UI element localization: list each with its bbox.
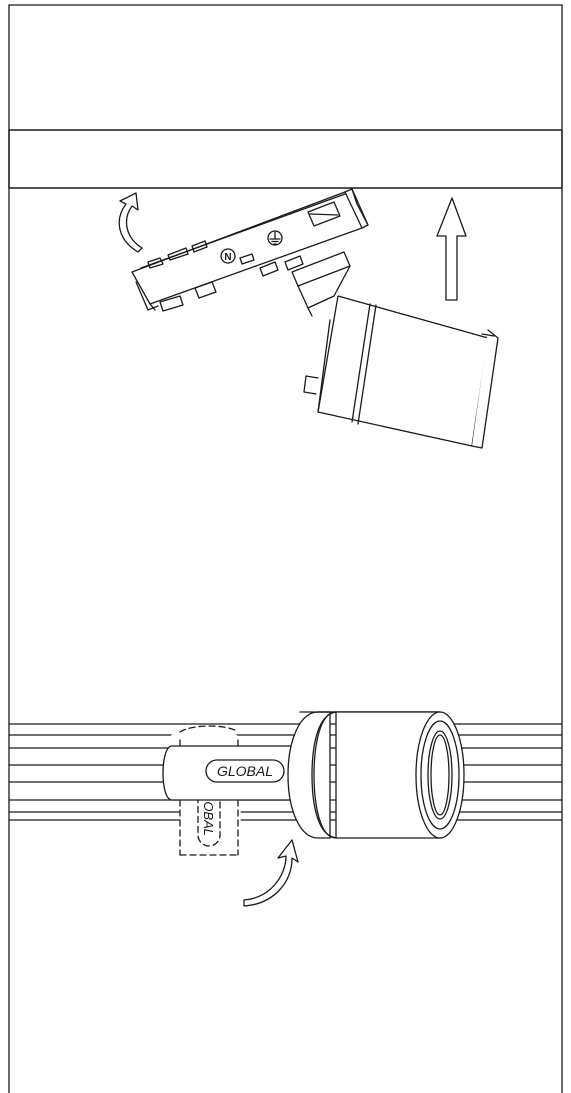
- rotate-arrow-icon: [243, 839, 299, 907]
- ceiling-track-bar: [8, 129, 563, 189]
- spotlight-body-tilted: [303, 295, 499, 449]
- spotlight-stem: [291, 251, 351, 317]
- spotlight-body: [287, 711, 465, 839]
- track-adapter-tilted: N: [131, 188, 369, 312]
- neutral-label: N: [224, 252, 231, 263]
- track-adapter: [162, 745, 293, 801]
- page-frame: [8, 4, 563, 1093]
- adapter-label: GLOBAL: [217, 763, 273, 779]
- rotate-arrow-icon: [118, 192, 143, 253]
- ground-symbol-icon: [267, 230, 283, 246]
- neutral-symbol-icon: N: [220, 248, 236, 264]
- up-arrow-icon: [436, 197, 467, 301]
